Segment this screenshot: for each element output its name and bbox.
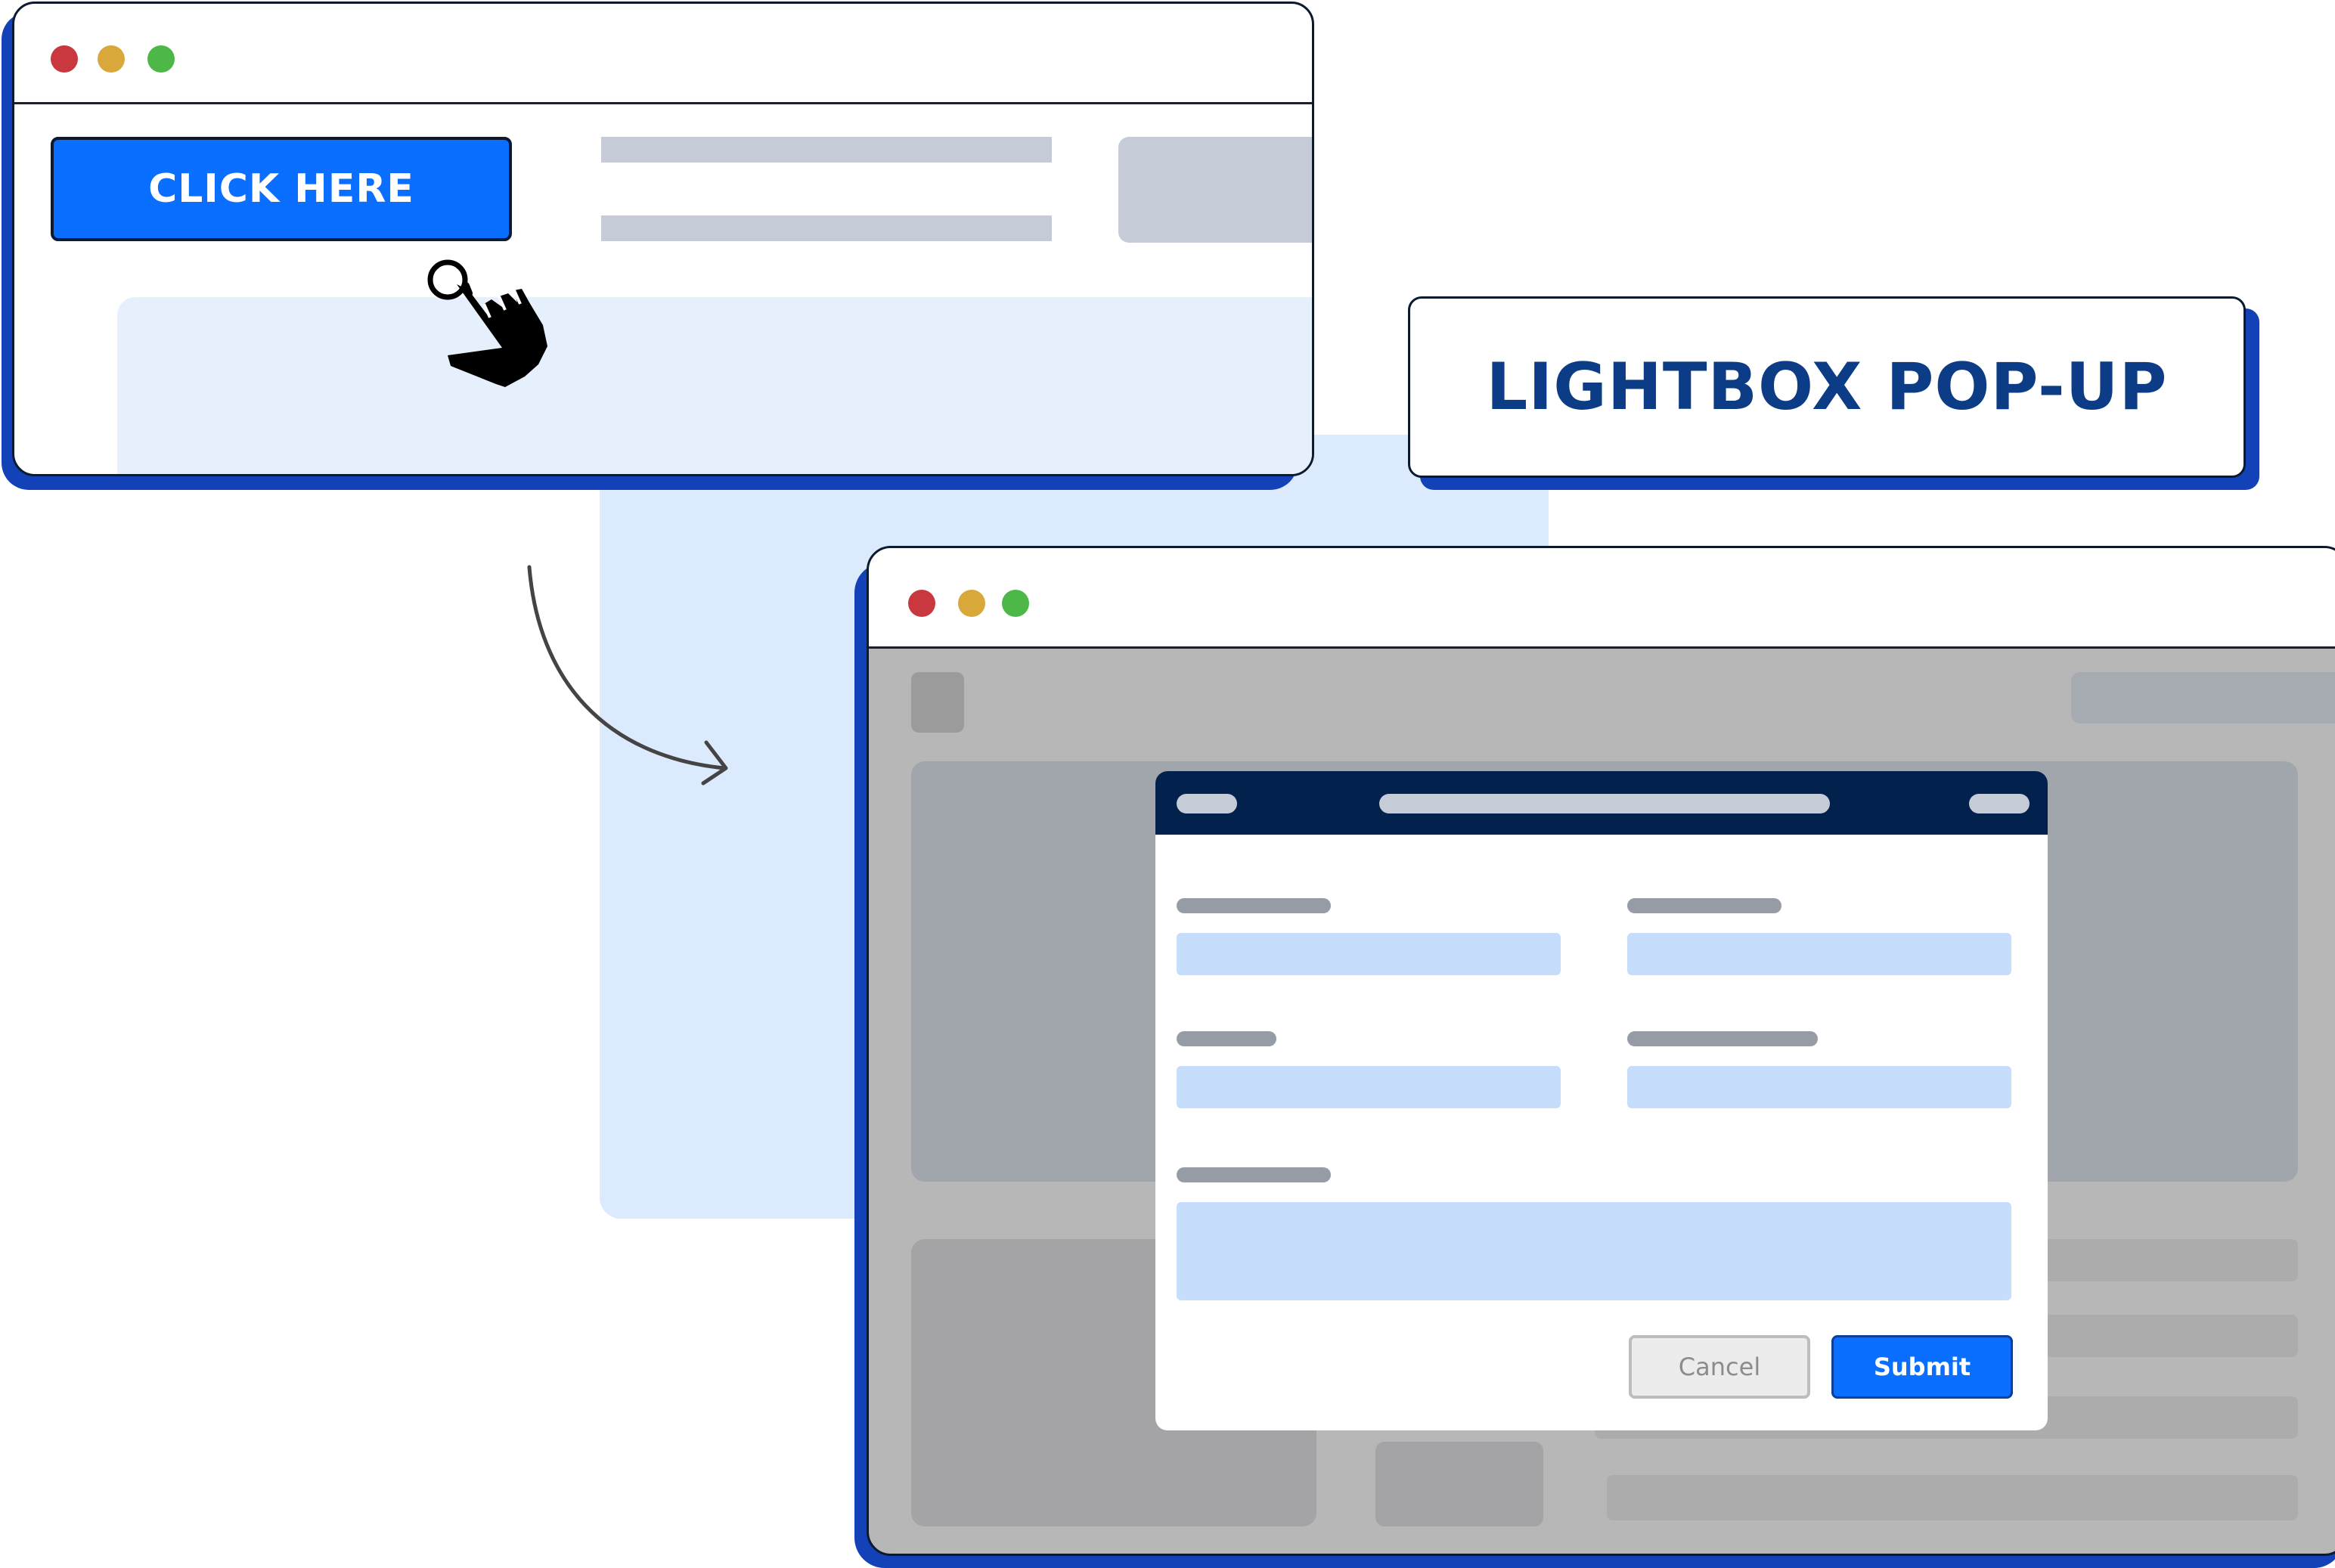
minimize-dot[interactable] xyxy=(98,45,125,73)
dimmed-text-line xyxy=(1607,1475,2298,1520)
close-dot[interactable] xyxy=(51,45,78,73)
cancel-button[interactable]: Cancel xyxy=(1629,1335,1810,1399)
pointing-hand-icon xyxy=(427,259,547,387)
dimmed-thumb-placeholder xyxy=(1375,1442,1543,1526)
lightbox-modal: Cancel Submit xyxy=(1155,771,2048,1430)
field-label-placeholder xyxy=(1177,1031,1276,1046)
form-input[interactable] xyxy=(1627,933,2011,975)
browser-window-before: CLICK HERE xyxy=(12,2,1314,476)
form-input[interactable] xyxy=(1177,933,1561,975)
curved-arrow-icon xyxy=(527,565,728,786)
text-placeholder-line xyxy=(601,137,1052,163)
modal-header xyxy=(1155,771,2048,835)
window1-titlebar xyxy=(14,4,1312,104)
minimize-dot[interactable] xyxy=(958,590,985,617)
close-dot[interactable] xyxy=(908,590,935,617)
field-label-placeholder xyxy=(1177,1167,1331,1182)
dimmed-nav-placeholder xyxy=(2071,672,2335,724)
form-input[interactable] xyxy=(1627,1066,2011,1108)
header-title-placeholder xyxy=(1379,794,1830,813)
click-here-button[interactable]: CLICK HERE xyxy=(51,137,512,241)
form-input[interactable] xyxy=(1177,1066,1561,1108)
image-placeholder xyxy=(1118,137,1312,243)
lightbox-title: LIGHTBOX POP-UP xyxy=(1486,349,2168,425)
content-placeholder xyxy=(117,297,1312,474)
maximize-dot[interactable] xyxy=(1002,590,1029,617)
lightbox-title-card: LIGHTBOX POP-UP xyxy=(1408,296,2246,478)
dimmed-logo-placeholder xyxy=(911,672,964,733)
window2-titlebar xyxy=(869,548,2335,649)
field-label-placeholder xyxy=(1627,1031,1818,1046)
field-label-placeholder xyxy=(1177,898,1331,913)
header-placeholder-right xyxy=(1969,794,2030,813)
maximize-dot[interactable] xyxy=(147,45,175,73)
field-label-placeholder xyxy=(1627,898,1781,913)
text-placeholder-line xyxy=(601,215,1052,241)
submit-button[interactable]: Submit xyxy=(1831,1335,2013,1399)
header-placeholder-left xyxy=(1177,794,1237,813)
form-textarea[interactable] xyxy=(1177,1202,2011,1300)
